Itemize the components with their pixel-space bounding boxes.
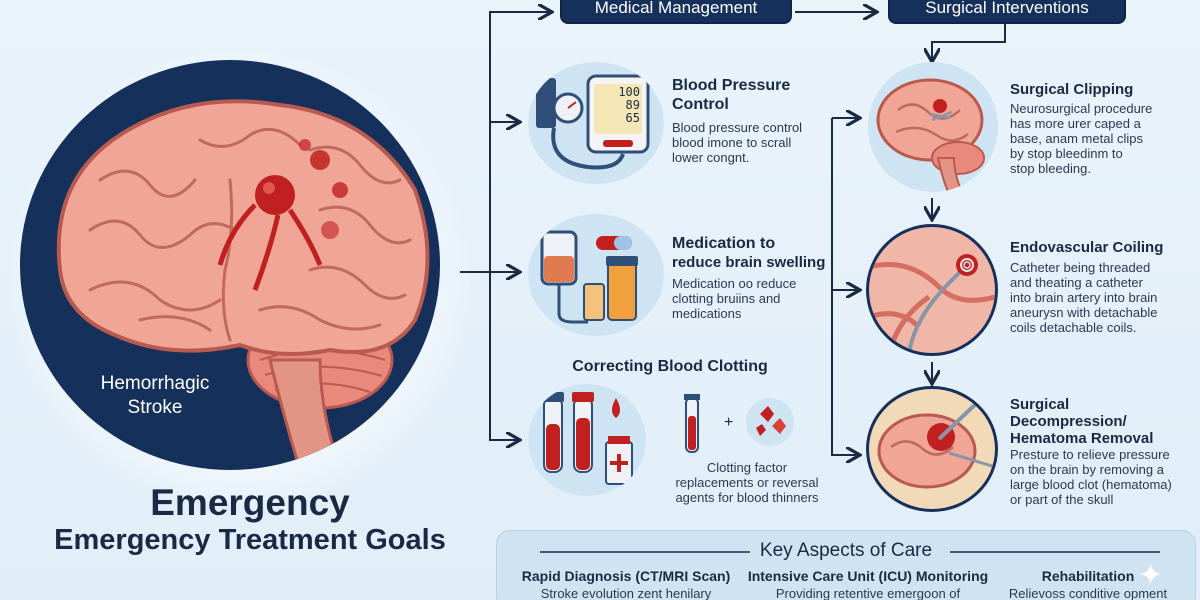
clotting-card: Clotting factor replacements or reversal… [670, 460, 824, 505]
key-aspects-panel [496, 530, 1196, 600]
coil-text-2: and theating a catheter [1010, 275, 1143, 290]
bp-reading-diastolic: 89 [625, 98, 640, 112]
med-title-2: reduce brain swelling [672, 254, 826, 271]
decomp-title-1: Surgical [1010, 396, 1070, 413]
coil-text-3: into brain artery into brain [1010, 290, 1158, 305]
key-aspects-divider [540, 551, 1160, 553]
bp-text-2: blood imone to scrall [672, 135, 792, 150]
clot-text-1: Clotting factor [706, 460, 788, 475]
aspect-text-rehab: Relievoss conditive opment [1008, 586, 1168, 600]
coil-text-1: Catheter being threaded [1010, 260, 1151, 275]
clip-text-1: Neurosurgical procedure [1010, 101, 1153, 116]
platelets-icon [746, 398, 794, 446]
blood-pressure-monitor-icon: 100 89 65 [528, 62, 664, 184]
med-title-1: Medication to [672, 235, 776, 252]
bp-monitor-readout: 100 89 65 [614, 86, 640, 125]
aspect-heading-rehab: Rehabilitation [1041, 568, 1135, 584]
coil-text-4: aneurysn with detachable [1010, 305, 1158, 320]
bp-reading-pulse: 65 [625, 111, 640, 125]
coiling-drawing [869, 254, 995, 353]
decompression-drawing [877, 389, 995, 489]
aspect-text-icu: Providing retentive emergoon of [775, 586, 961, 600]
coil-title: Endovascular Coiling [1010, 239, 1164, 256]
blood-tubes-drawing [542, 392, 633, 485]
bp-text-1: Blood pressure control [672, 120, 803, 135]
bp-monitor-drawing [536, 74, 650, 170]
clotting-title: Correcting Blood Clotting [572, 358, 768, 375]
clip-text-2: has more urer caped a [1010, 116, 1141, 131]
decomp-text-1: Presture to relieve pressure [1010, 447, 1170, 462]
medical-management-header: Medical Management [560, 0, 792, 24]
clotting-plus-sign: + [724, 414, 734, 431]
page-title: Emergency [150, 482, 350, 523]
decomp-title-2: Decompression/ [1010, 413, 1127, 430]
clip-text-5: stop bleeding. [1010, 161, 1091, 176]
clipping-drawing [876, 78, 985, 192]
aspect-heading-icu: Intensive Care Unit (ICU) Monitoring [747, 568, 989, 584]
decomp-text-2: on the brain by removing a [1010, 462, 1164, 477]
clip-text-3: base, anam metal clips [1010, 131, 1143, 146]
clip-text-4: by stop bleedinm to [1010, 146, 1123, 161]
clip-title: Surgical Clipping [1010, 81, 1134, 98]
bp-text-3: lower congnt. [672, 150, 750, 165]
medication-iv-bag-icon [528, 214, 664, 336]
med-text-1: Medication oo reduce [672, 276, 797, 291]
stroke-label-line-1: Hemorrhagic [100, 373, 210, 394]
blood-tubes-icon [528, 384, 646, 496]
aspect-text-diagnosis: Stroke evolution zent henilary [540, 586, 712, 600]
key-aspects-title: Key Aspects of Care [759, 540, 933, 561]
stroke-label-line-2: Stroke [127, 397, 183, 418]
endovascular-coiling-card: Endovascular Coiling Catheter being thre… [1010, 238, 1192, 335]
decomp-text-3: large blood clot (hematoma) [1010, 477, 1172, 492]
bp-reading-systolic: 100 [618, 85, 640, 99]
medication-drawing [540, 230, 638, 324]
sparkle-icon: ✦ [1138, 559, 1164, 592]
surgical-clipping-card: Surgical Clipping Neurosurgical procedur… [1010, 80, 1188, 176]
blood-pressure-card: Blood Pressure Control Blood pressure co… [672, 76, 832, 165]
decomp-title-3: Hematoma Removal [1010, 430, 1154, 447]
brain-illustration-circle [20, 60, 440, 470]
surgical-clipping-icon [868, 62, 998, 192]
bp-title-2: Control [672, 96, 729, 113]
bp-title-1: Blood Pressure [672, 77, 791, 94]
med-text-2: clotting bruiins and [672, 291, 781, 306]
coil-text-5: coils detachable coils. [1010, 320, 1137, 335]
aspect-heading-diagnosis: Rapid Diagnosis (CT/MRI Scan) [521, 568, 731, 584]
page-subtitle: Emergency Treatment Goals [54, 524, 446, 556]
surgical-interventions-header: Surgical Interventions [888, 0, 1126, 24]
decomp-text-4: or part of the skull [1010, 492, 1114, 507]
stroke-type-label: Hemorrhagic Stroke [90, 372, 220, 420]
clot-text-2: replacements or reversal [675, 475, 819, 490]
decompression-icon [866, 386, 998, 512]
clot-text-3: agents for blood thinners [675, 490, 819, 505]
med-text-3: medications [672, 306, 742, 321]
endovascular-coiling-icon [866, 224, 998, 356]
decompression-card: Surgical Decompression/ Hematoma Removal… [1010, 396, 1192, 507]
clotting-factor-vial-icon [684, 394, 700, 453]
medication-card: Medication to reduce brain swelling Medi… [672, 234, 832, 321]
brain-illustration [56, 99, 430, 470]
